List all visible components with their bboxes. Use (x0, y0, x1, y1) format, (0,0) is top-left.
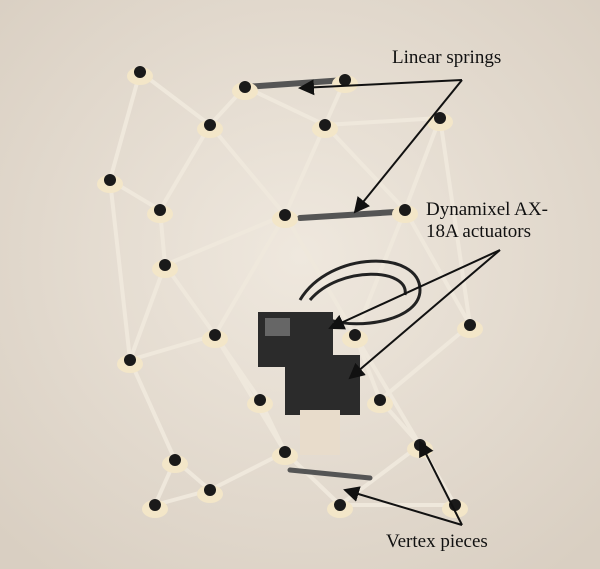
strut (158, 123, 212, 212)
strut (403, 117, 442, 211)
vertex-piece (202, 329, 228, 348)
vertex-piece (342, 329, 368, 348)
actuator-bottom (285, 355, 360, 415)
vertex-piece (272, 446, 298, 465)
vertex-piece (162, 454, 188, 473)
strut (378, 323, 472, 402)
strut (164, 213, 286, 267)
strut (163, 263, 217, 337)
vertex-piece (117, 354, 143, 373)
tensegrity-struts (108, 70, 472, 507)
actuators-label-line2: 18A actuators (426, 221, 532, 242)
strut (128, 264, 167, 361)
strut (244, 85, 326, 127)
vertex-piece (272, 209, 298, 228)
strut (323, 123, 407, 212)
vertex-pieces-label: Vertex pieces (386, 531, 488, 552)
vertex-piece (327, 499, 353, 518)
strut (128, 359, 177, 461)
strut (108, 179, 132, 361)
vertex-piece (127, 66, 153, 85)
vertex-piece (392, 204, 418, 223)
vertex-piece (367, 394, 393, 413)
vertex-piece (197, 119, 223, 138)
strut (213, 333, 287, 454)
strut (403, 209, 472, 326)
vertex-piece (332, 74, 358, 93)
vertex-piece (427, 112, 453, 131)
vertex-piece (247, 394, 273, 413)
strut (108, 71, 142, 181)
vertex-piece (197, 484, 223, 503)
linear-springs (242, 77, 398, 481)
actuators (258, 259, 422, 455)
vertex-piece (457, 319, 483, 338)
strut (324, 116, 441, 127)
strut (129, 333, 216, 362)
annotation-arrows (298, 79, 501, 526)
actuators-label-line1: Dynamixel AX- (426, 199, 548, 220)
vertex-piece (97, 174, 123, 193)
strut (138, 70, 212, 127)
strut (283, 124, 327, 216)
linear-springs-label: Linear springs (392, 47, 502, 68)
strut (213, 213, 287, 337)
vertex-pieces (97, 66, 483, 518)
vertex-piece (232, 81, 258, 100)
strut (353, 333, 422, 447)
strut (353, 209, 407, 336)
vertex-piece (152, 259, 178, 278)
strut (438, 117, 472, 326)
actuators-label: Dynamixel AX- 18A actuators (426, 199, 596, 243)
vertex-piece (142, 499, 168, 518)
vertex-piece (147, 204, 173, 223)
strut (208, 123, 287, 217)
vertex-piece (312, 119, 338, 138)
